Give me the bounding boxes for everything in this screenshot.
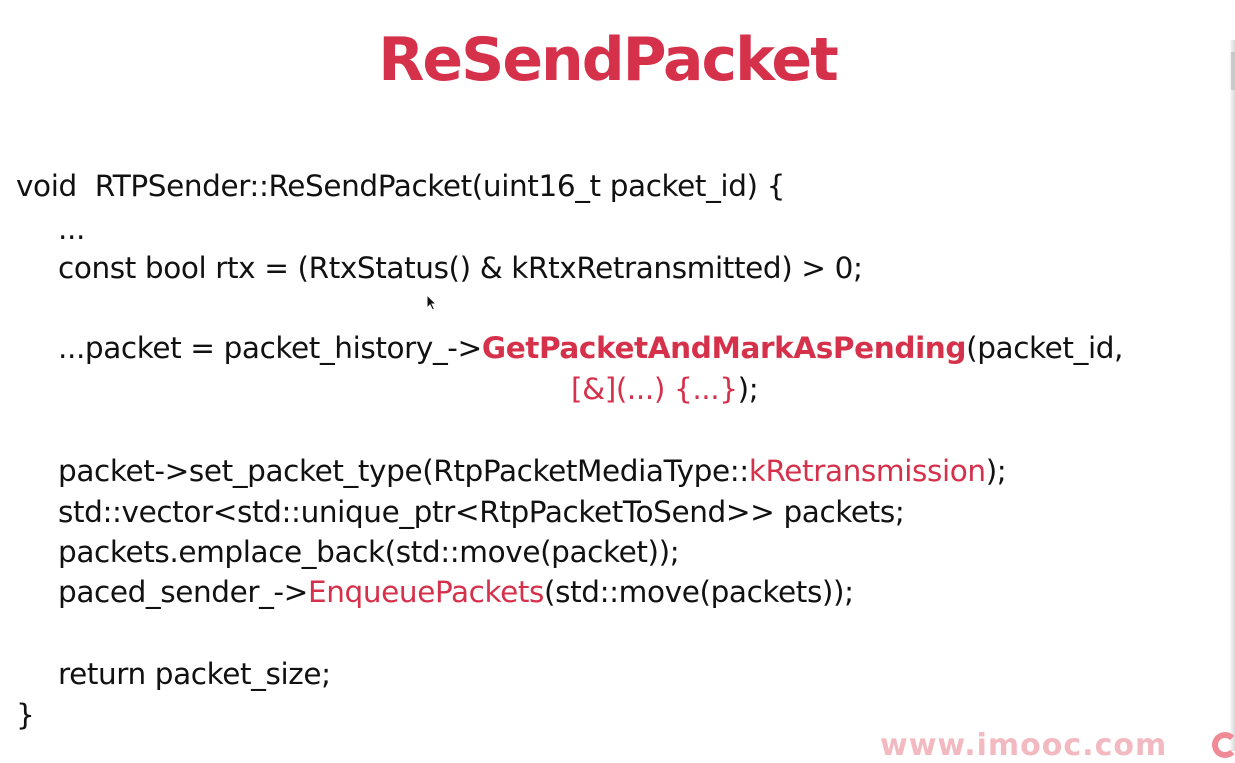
code-line-signature: void RTPSender::ReSendPacket(uint16_t pa… xyxy=(16,169,785,203)
code-line-lambda: [&](...) {...}); xyxy=(571,369,759,409)
code-highlight-lambda: [&](...) {...} xyxy=(571,372,738,406)
code-line-rtx: const bool rtx = (RtxStatus() & kRtxRetr… xyxy=(58,251,863,285)
code-line-emplace: packets.emplace_back(std::move(packet)); xyxy=(58,535,680,569)
window-edge xyxy=(1229,40,1235,751)
code-segment: packet->set_packet_type(RtpPacketMediaTy… xyxy=(58,454,749,488)
code-segment: ); xyxy=(985,454,1007,488)
code-line-set-type: packet->set_packet_type(RtpPacketMediaTy… xyxy=(58,451,1007,491)
code-line-ellipsis: ... xyxy=(58,212,85,246)
code-segment: ); xyxy=(737,372,759,406)
code-line-return: return packet_size; xyxy=(58,657,331,691)
code-segment: (packet_id, xyxy=(966,331,1124,365)
code-line-close-brace: } xyxy=(16,698,35,732)
code-segment: ...packet = packet_history_-> xyxy=(58,331,482,365)
code-segment: paced_sender_-> xyxy=(58,575,308,609)
watermark-text: www.imooc.com xyxy=(880,728,1168,763)
slide-title: ReSendPacket xyxy=(378,25,839,95)
mouse-pointer-icon xyxy=(426,294,438,311)
scrollbar-thumb[interactable] xyxy=(1231,52,1235,90)
code-line-enqueue: paced_sender_->EnqueuePackets(std::move(… xyxy=(58,572,854,612)
imooc-logo-icon xyxy=(1212,732,1235,758)
code-highlight-method: EnqueuePackets xyxy=(307,575,545,609)
code-highlight-function: GetPacketAndMarkAsPending xyxy=(481,331,967,365)
code-highlight-enum: kRetransmission xyxy=(748,454,986,488)
code-line-vector: std::vector<std::unique_ptr<RtpPacketToS… xyxy=(58,495,905,529)
code-segment: (std::move(packets)); xyxy=(544,575,854,609)
code-line-get-packet: ...packet = packet_history_->GetPacketAn… xyxy=(58,328,1123,368)
